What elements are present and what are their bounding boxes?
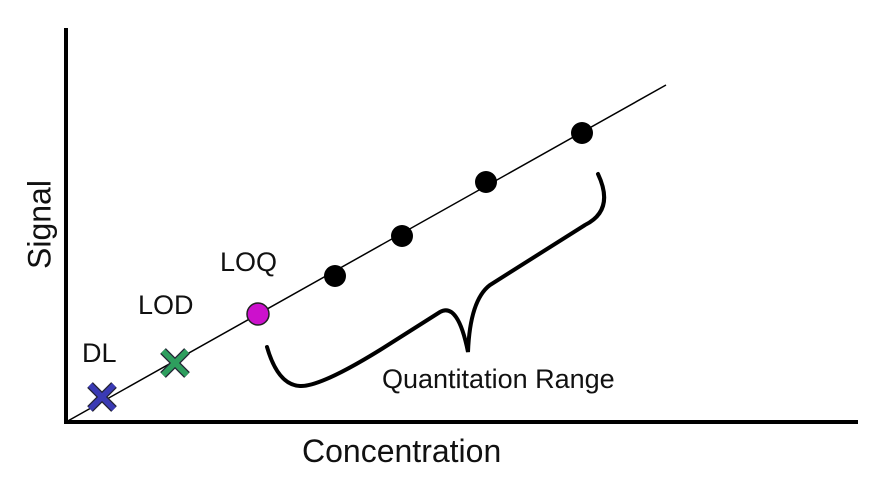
data-point [324, 265, 346, 287]
calibration-line [65, 84, 667, 423]
x-axis-label: Concentration [302, 433, 502, 469]
data-point [475, 171, 497, 193]
lod-label: LOD [138, 290, 194, 320]
loq-marker [246, 302, 270, 326]
y-axis-label: Signal [21, 180, 58, 269]
lod-marker [160, 348, 190, 378]
quantitation-range-label: Quantitation Range [382, 364, 615, 394]
data-point [391, 225, 413, 247]
data-point [571, 122, 593, 144]
quantitation-brace [265, 172, 607, 389]
loq-label: LOQ [220, 247, 278, 277]
dl-marker [87, 382, 117, 412]
dl-label: DL [82, 338, 117, 368]
